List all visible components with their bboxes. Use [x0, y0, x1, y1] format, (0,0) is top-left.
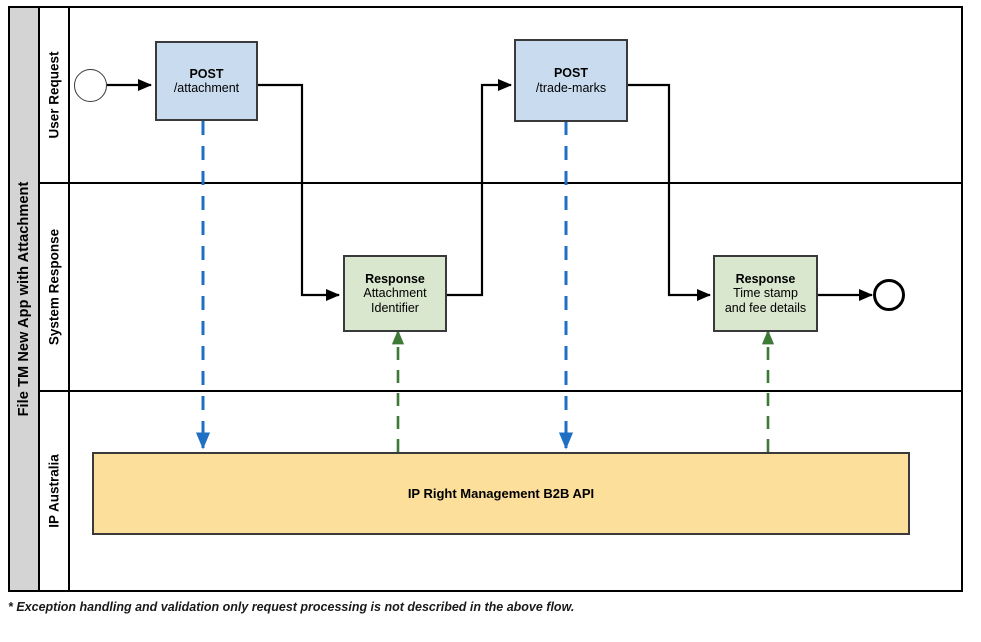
lane-label-ip-australia: IP Australia	[46, 454, 62, 528]
task-response-attachment-identifier-title: Response	[365, 271, 425, 286]
start-event[interactable]	[74, 69, 107, 102]
pool-title: File TM New App with Attachment	[16, 181, 32, 417]
lane-label-user-request: User Request	[46, 51, 62, 139]
lane-ip-australia: IP Australia	[40, 392, 961, 590]
footnote: * Exception handling and validation only…	[8, 600, 575, 614]
lane-header-system-response: System Response	[40, 184, 70, 390]
pool-header: File TM New App with Attachment	[10, 8, 40, 590]
lane-system-response: System Response	[40, 184, 961, 392]
system-bar-ip-right-management-api[interactable]: IP Right Management B2B API	[92, 452, 910, 535]
end-event[interactable]	[873, 279, 905, 311]
lane-header-user-request: User Request	[40, 8, 70, 182]
lane-header-ip-australia: IP Australia	[40, 392, 70, 590]
task-post-trade-marks-title: POST	[553, 66, 589, 80]
lane-label-system-response: System Response	[46, 228, 62, 346]
task-post-attachment-subtitle: /attachment	[173, 81, 240, 95]
lane-body-system-response	[70, 184, 961, 390]
task-post-trade-marks-subtitle: /trade-marks	[535, 80, 607, 95]
task-response-time-stamp-fee-title: Response	[735, 271, 796, 286]
system-bar-label: IP Right Management B2B API	[407, 486, 595, 501]
task-post-attachment-title: POST	[189, 66, 224, 81]
task-post-attachment[interactable]: POST /attachment	[155, 41, 258, 121]
task-post-trade-marks[interactable]: POST /trade-marks	[514, 39, 628, 122]
